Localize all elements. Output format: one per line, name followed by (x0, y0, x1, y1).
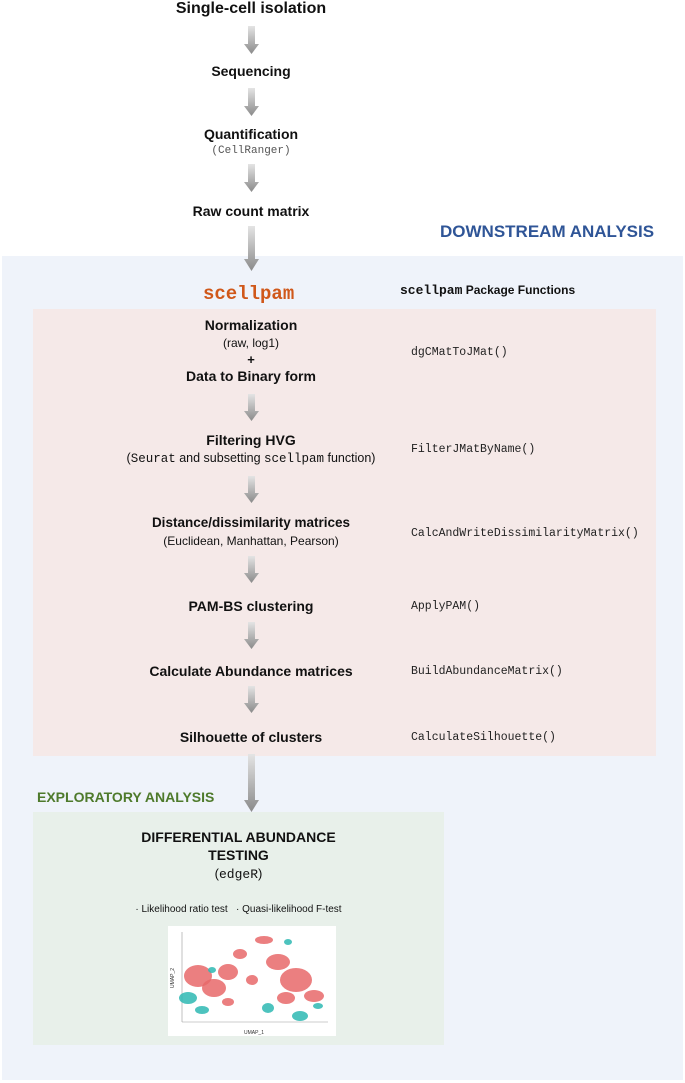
step-normalization: Normalization (204, 317, 298, 333)
step-filtering-hvg: Filtering HVG (206, 432, 296, 448)
function-label: function) (324, 451, 376, 465)
umap-cluster-13 (208, 967, 216, 973)
umap-cluster-11 (179, 992, 197, 1004)
step-pam-bs-clustering: PAM-BS clustering (188, 598, 314, 614)
umap-cluster-9 (246, 975, 258, 985)
package-name: scellpam (400, 283, 463, 298)
umap-cluster-6 (280, 968, 312, 992)
edger-name: edgeR (218, 867, 258, 882)
normalization-detail: (raw, log1) (222, 336, 280, 350)
arrow-1 (244, 26, 259, 54)
arrow-3 (244, 164, 259, 192)
downstream-title: DOWNSTREAM ANALYSIS (440, 222, 655, 241)
func-FilterJMatByName: FilterJMatByName() (411, 443, 536, 456)
func-dgCMatToJMat: dgCMatToJMat() (411, 346, 508, 359)
edger-paren-open: ( (214, 866, 219, 881)
paren-open: ( (126, 451, 131, 465)
func-CalcAndWriteDissimilarityMatrix: CalcAndWriteDissimilarityMatrix() (411, 527, 639, 540)
edger-paren-close: ) (258, 866, 263, 881)
umap-svg: UMAP_1 UMAP_2 (170, 932, 328, 1036)
step-quantification: Quantification (203, 126, 299, 142)
edger-label: (edgeR) (33, 866, 444, 882)
umap-cluster-10 (222, 998, 234, 1006)
arrow-9 (244, 686, 259, 713)
step-data-to-binary: Data to Binary form (186, 368, 316, 384)
exploratory-title: EXPLORATORY ANALYSIS (37, 789, 215, 805)
plus-sign: + (247, 352, 255, 367)
distance-detail: (Euclidean, Manhattan, Pearson) (163, 534, 339, 548)
umap-cluster-2 (218, 964, 238, 980)
step-raw-count-matrix: Raw count matrix (192, 203, 310, 219)
umap-plot: UMAP_1 UMAP_2 (168, 926, 336, 1036)
arrow-2 (244, 88, 259, 116)
arrow-8 (244, 622, 259, 649)
package-functions-heading: scellpam Package Functions (400, 283, 575, 298)
func-CalculateSilhouette: CalculateSilhouette() (411, 731, 556, 744)
umap-clusters (179, 936, 324, 1021)
step-silhouette: Silhouette of clusters (179, 729, 323, 745)
step-sequencing: Sequencing (211, 63, 291, 79)
arrow-7 (244, 556, 259, 583)
arrow-5 (244, 394, 259, 421)
umap-cluster-4 (255, 936, 273, 944)
umap-cluster-12 (195, 1006, 209, 1014)
func-ApplyPAM: ApplyPAM() (411, 600, 481, 613)
umap-cluster-7 (304, 990, 324, 1002)
filtering-detail: (Seurat and subsetting scellpam function… (0, 451, 502, 466)
umap-cluster-1 (202, 979, 226, 997)
umap-ylabel: UMAP_2 (170, 968, 176, 988)
package-functions-label: Package Functions (462, 283, 576, 297)
umap-cluster-3 (233, 949, 247, 959)
umap-cluster-14 (284, 939, 292, 945)
differential-abundance-title: DIFFERENTIAL ABUNDANCE (141, 829, 336, 845)
func-BuildAbundanceMatrix: BuildAbundanceMatrix() (411, 665, 563, 678)
arrow-4 (244, 226, 259, 271)
scellpam-inline-label: scellpam (264, 452, 325, 466)
testing-title: TESTING (208, 847, 269, 863)
umap-cluster-8 (277, 992, 295, 1004)
umap-cluster-0 (184, 965, 212, 987)
umap-cluster-17 (262, 1003, 274, 1013)
subsetting-label: and subsetting (175, 451, 264, 465)
umap-cluster-15 (292, 1011, 308, 1021)
arrow-6 (244, 476, 259, 503)
quantification-tool: (CellRanger) (211, 145, 291, 157)
umap-xlabel: UMAP_1 (244, 1030, 264, 1036)
arrow-10 (244, 754, 259, 812)
step-abundance-matrices: Calculate Abundance matrices (149, 663, 353, 679)
umap-cluster-16 (313, 1003, 323, 1009)
step-single-cell-isolation: Single-cell isolation (175, 0, 327, 17)
scellpam-steps-panel (33, 309, 656, 756)
umap-cluster-5 (266, 954, 290, 970)
step-distance-matrices: Distance/dissimilarity matrices (151, 515, 351, 530)
seurat-label: Seurat (130, 452, 176, 466)
test-list: · Likelihood ratio test · Quasi-likeliho… (135, 904, 342, 915)
scellpam-logo: scellpam (203, 283, 295, 305)
